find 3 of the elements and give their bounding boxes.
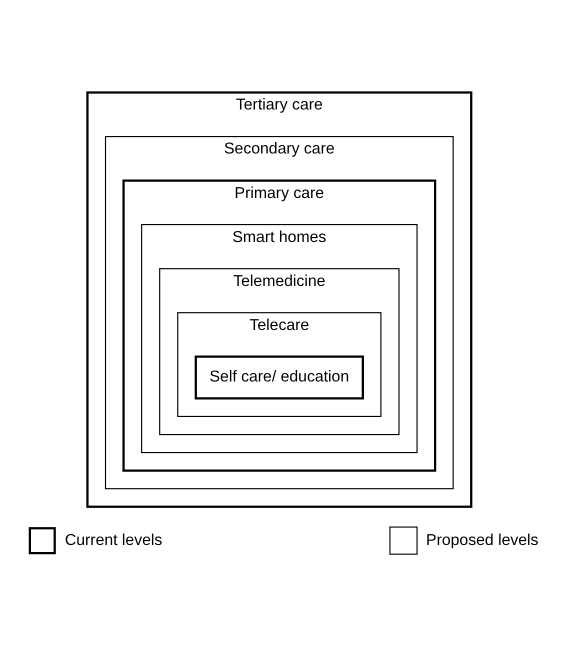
- legend-label: Current levels: [64, 531, 162, 548]
- node-box: Self care/ education: [194, 355, 364, 400]
- legend-label: Proposed levels: [426, 531, 538, 548]
